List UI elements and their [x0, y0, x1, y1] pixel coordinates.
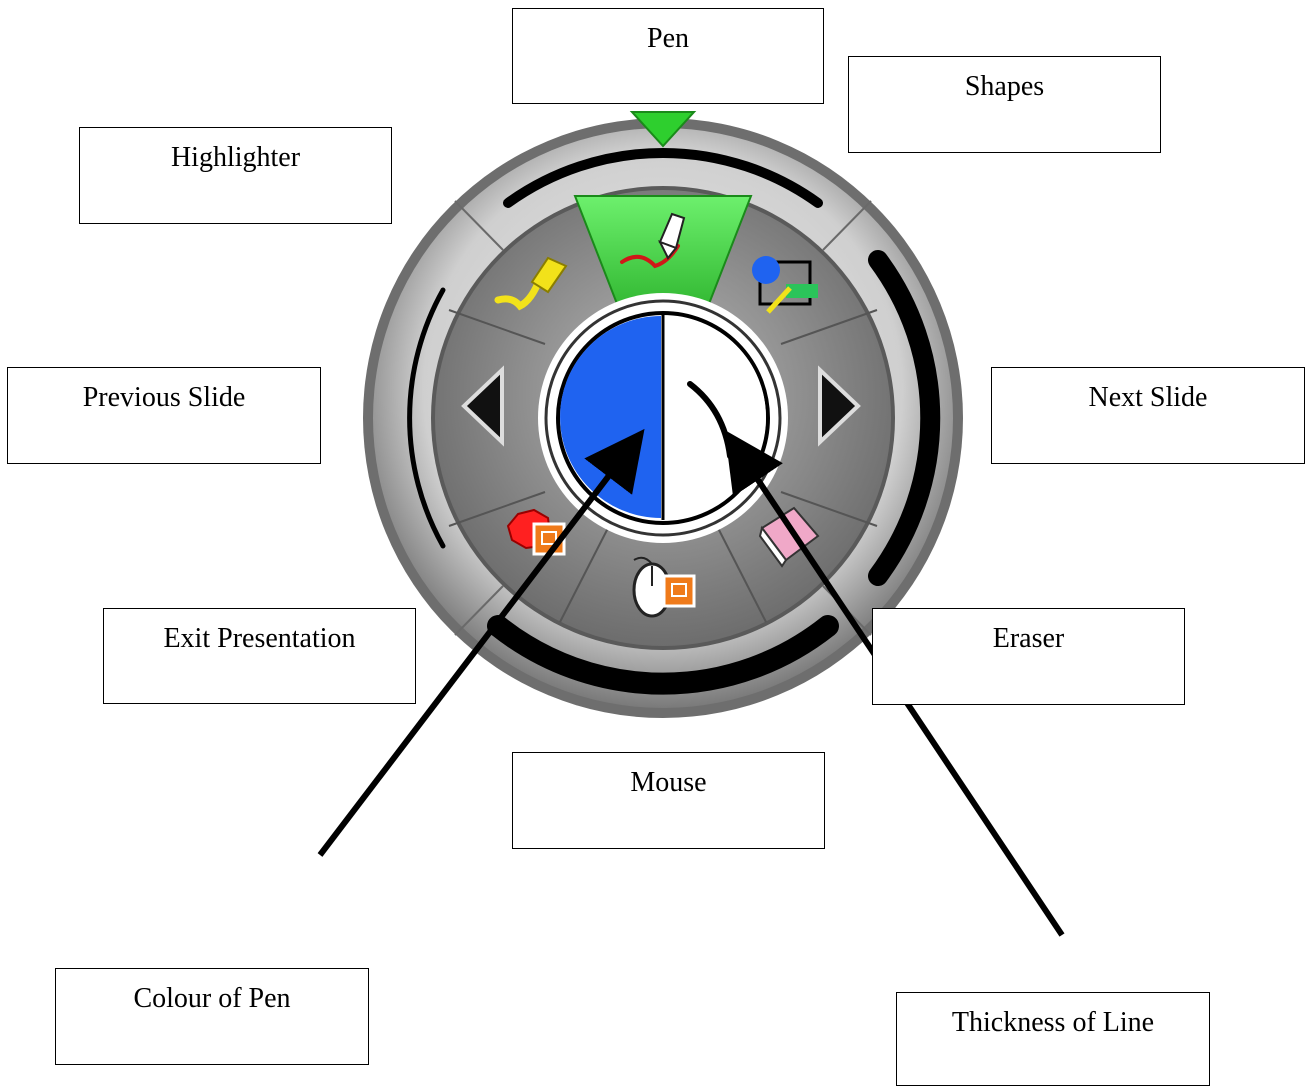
label-eraser: Eraser	[872, 608, 1185, 705]
label-pen: Pen	[512, 8, 824, 104]
label-shapes: Shapes	[848, 56, 1161, 153]
label-thickness-of-line: Thickness of Line	[896, 992, 1210, 1086]
label-next-slide: Next Slide	[991, 367, 1305, 464]
label-highlighter: Highlighter	[79, 127, 392, 224]
label-mouse: Mouse	[512, 752, 825, 849]
label-colour-of-pen: Colour of Pen	[55, 968, 369, 1065]
label-previous-slide: Previous Slide	[7, 367, 321, 464]
label-exit-presentation: Exit Presentation	[103, 608, 416, 704]
